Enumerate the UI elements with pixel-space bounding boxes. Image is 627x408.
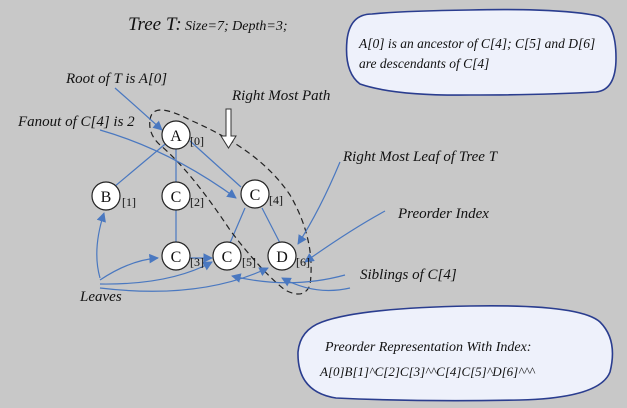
tree-nodes: A [0] B [1] C [2] C [4] C [3] C [5]	[91, 120, 310, 271]
node-c5-index: [5]	[242, 255, 256, 269]
node-c2-letter: C	[171, 189, 182, 206]
bottom-callout-title: Preorder Representation With Index:	[324, 340, 531, 355]
tree-edges	[107, 134, 281, 244]
diagram-title: Tree T:	[128, 14, 182, 35]
root-label: Root of T is A[0]	[65, 71, 167, 87]
preorder-index-label: Preorder Index	[397, 206, 489, 222]
preorder-sequence: A[0]B[1]^C[2]C[3]^^C[4]C[5]^D[6]^^^	[319, 364, 536, 379]
node-c5: C [5]	[212, 241, 256, 271]
node-c3-index: [3]	[190, 255, 204, 269]
node-c2-index: [2]	[190, 195, 204, 209]
leaves-label: Leaves	[79, 289, 122, 305]
fanout-arrow	[99, 129, 237, 199]
bottom-callout-bubble	[297, 305, 614, 402]
leaves-arrow-c3	[99, 253, 159, 281]
node-d6: D [6]	[267, 241, 310, 271]
node-d6-index: [6]	[296, 255, 310, 269]
top-callout-line-2: are descendants of C[4]	[359, 56, 489, 71]
leaves-arrow-b1	[96, 212, 106, 279]
right-most-path-label: Right Most Path	[231, 88, 330, 104]
node-a0-letter: A	[170, 128, 182, 145]
node-c5-letter: C	[222, 249, 233, 266]
right-most-path-pointer	[220, 108, 237, 149]
diagram-size-depth: Size=7; Depth=3;	[185, 19, 287, 34]
node-a0-index: [0]	[190, 134, 204, 148]
right-most-leaf-arrow	[297, 161, 341, 245]
preorder-index-arrow	[304, 210, 386, 263]
node-b1-letter: B	[101, 189, 112, 206]
node-c4-letter: C	[250, 187, 261, 204]
right-most-leaf-label: Right Most Leaf of Tree T	[342, 149, 499, 165]
node-b1: B [1]	[91, 181, 136, 211]
top-callout-bubble	[345, 8, 617, 96]
node-d6-letter: D	[276, 249, 288, 266]
node-c3-letter: C	[171, 249, 182, 266]
fanout-label: Fanout of C[4] is 2	[17, 114, 135, 130]
edge-a0-b1	[107, 134, 177, 193]
node-c4-index: [4]	[269, 193, 283, 207]
leaves-arrow-d6	[99, 267, 269, 292]
siblings-arrow-d6	[281, 277, 351, 292]
edge-a0-c4	[189, 140, 242, 188]
node-c2: C [2]	[161, 181, 204, 211]
root-arrow	[114, 87, 163, 131]
leaves-arrow-c5	[99, 261, 213, 285]
siblings-label: Siblings of C[4]	[360, 267, 457, 283]
node-a0: A [0]	[161, 120, 204, 150]
node-c4: C [4]	[240, 179, 283, 209]
edge-c4-c5	[229, 207, 246, 244]
node-b1-index: [1]	[122, 195, 136, 209]
edge-c4-d6	[261, 207, 281, 244]
top-callout-line-1: A[0] is an ancestor of C[4]; C[5] and D[…	[358, 36, 595, 51]
node-c3: C [3]	[161, 241, 204, 271]
right-most-path-outline	[149, 109, 312, 295]
annotation-arrows	[96, 87, 386, 292]
